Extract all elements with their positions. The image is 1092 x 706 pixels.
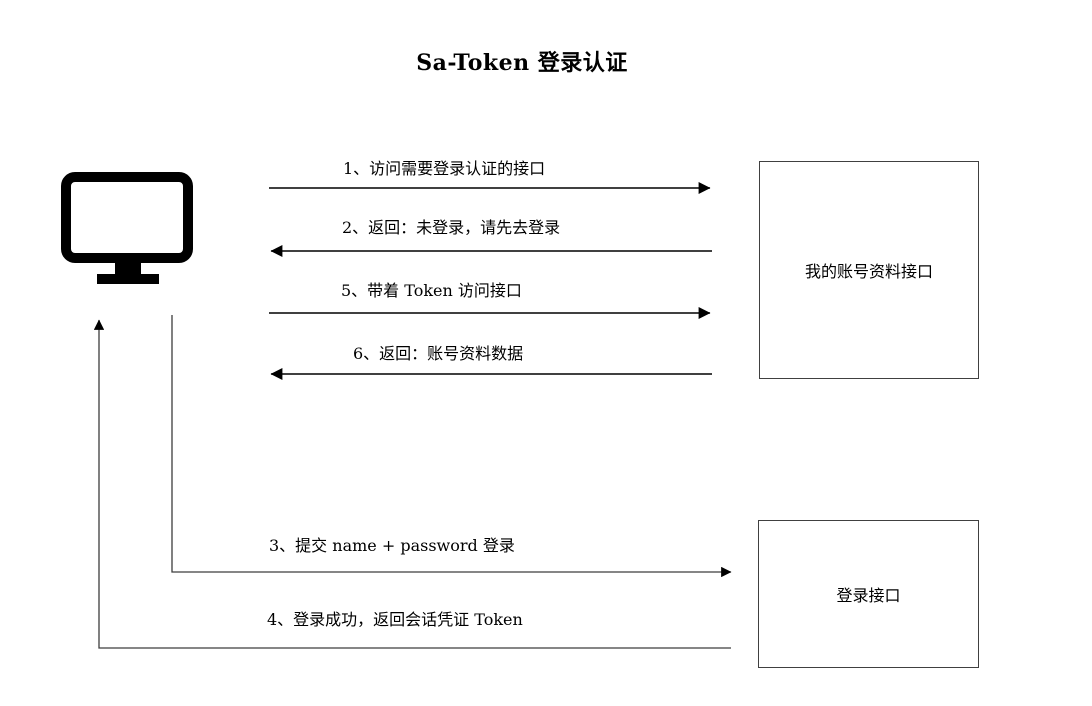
login-api-box: 登录接口	[758, 520, 979, 668]
label-step5: 5、带着 Token 访问接口	[341, 281, 522, 300]
account-profile-api-box: 我的账号资料接口	[759, 161, 979, 379]
label-step4: 4、登录成功，返回会话凭证 Token	[267, 610, 523, 629]
label-step3: 3、提交 name + password 登录	[269, 536, 515, 555]
label-step1: 1、访问需要登录认证的接口	[343, 159, 546, 178]
login-api-label: 登录接口	[836, 586, 901, 605]
label-step2: 2、返回：未登录，请先去登录	[342, 218, 561, 237]
arrow-step4	[93, 319, 731, 649]
client-computer-icon	[61, 172, 195, 288]
diagram-title: Sa-Token 登录认证	[416, 50, 628, 76]
monitor-icon-svg	[61, 172, 193, 284]
account-profile-api-label: 我的账号资料接口	[804, 262, 933, 281]
label-step6: 6、返回：账号资料数据	[353, 344, 524, 363]
